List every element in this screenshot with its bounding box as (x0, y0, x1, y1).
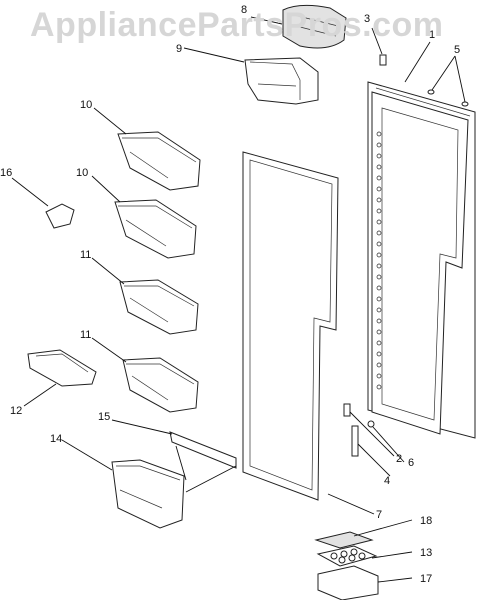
callout-7: 7 (376, 509, 382, 521)
door-hole-dot (376, 274, 382, 280)
callout-11-lower: 11 (80, 329, 91, 341)
part-15-bracket (169, 431, 237, 469)
callout-12: 12 (10, 405, 22, 417)
door-hole-dot (376, 219, 382, 225)
part-18-lid (314, 531, 374, 549)
door-hole-dot (376, 318, 382, 324)
part-8-cover (282, 4, 347, 49)
callout-17: 17 (420, 573, 432, 585)
door-hole-dot (376, 263, 382, 269)
callout-18: 18 (420, 515, 432, 527)
callout-13: 13 (420, 547, 432, 559)
callout-10-lower: 10 (76, 167, 88, 179)
callout-6: 6 (408, 457, 414, 469)
door-hole-dot (376, 252, 382, 258)
callout-5: 5 (454, 44, 460, 56)
door-hole-dot (376, 307, 382, 313)
part-13-egg-tray (316, 545, 378, 567)
callout-9: 9 (176, 43, 182, 55)
part-9-shelf (244, 57, 319, 105)
part-10-bin-upper (117, 131, 201, 191)
door-hole-dot (376, 285, 382, 291)
part-11-bin-upper (119, 279, 199, 335)
callout-3: 3 (364, 13, 370, 25)
door-hole-dot (376, 296, 382, 302)
door-hole-dot (376, 131, 382, 137)
callout-8: 8 (241, 4, 247, 16)
part-7-gasket (242, 151, 339, 501)
callout-11-upper: 11 (80, 249, 91, 261)
door-hole-dot (376, 329, 382, 335)
door-hole-dot (376, 362, 382, 368)
door-hole-dot (376, 373, 382, 379)
watermark: AppliancePartsPros.com (30, 6, 444, 44)
part-5-clips (427, 89, 469, 107)
part-12-tray (27, 349, 97, 387)
part-11-bin-lower (122, 357, 199, 413)
part-3-screw (379, 54, 387, 66)
callout-labels: 8 9 3 1 5 10 10 11 11 16 12 15 14 7 18 1… (0, 4, 460, 585)
callout-2: 2 (396, 453, 402, 465)
door-hole-dot (376, 340, 382, 346)
part-2-4-6-hinge-parts (343, 403, 375, 457)
callout-15: 15 (98, 411, 110, 423)
door-hole-dot (376, 384, 382, 390)
door-hole-dot (376, 208, 382, 214)
leader-lines (11, 16, 466, 583)
callout-10-upper: 10 (80, 99, 92, 111)
part-14-bin (111, 459, 185, 529)
door-hole-dot (376, 175, 382, 181)
part-17-egg-bin (317, 565, 379, 601)
door-hole-dot (376, 197, 382, 203)
callout-1: 1 (429, 29, 435, 41)
door-hole-dot (376, 153, 382, 159)
callout-14: 14 (50, 433, 62, 445)
door-hole-dot (376, 164, 382, 170)
door-hole-dot (376, 230, 382, 236)
part-1-door-frame (367, 81, 476, 439)
part-10-bin-lower (114, 199, 197, 259)
door-hole-dots (376, 131, 382, 390)
door-hole-dot (376, 142, 382, 148)
door-hole-dot (376, 351, 382, 357)
door-hole-dot (376, 186, 382, 192)
callout-4: 4 (384, 475, 390, 487)
callout-16: 16 (0, 167, 12, 179)
door-hole-dot (376, 241, 382, 247)
part-16-clip (45, 203, 75, 229)
